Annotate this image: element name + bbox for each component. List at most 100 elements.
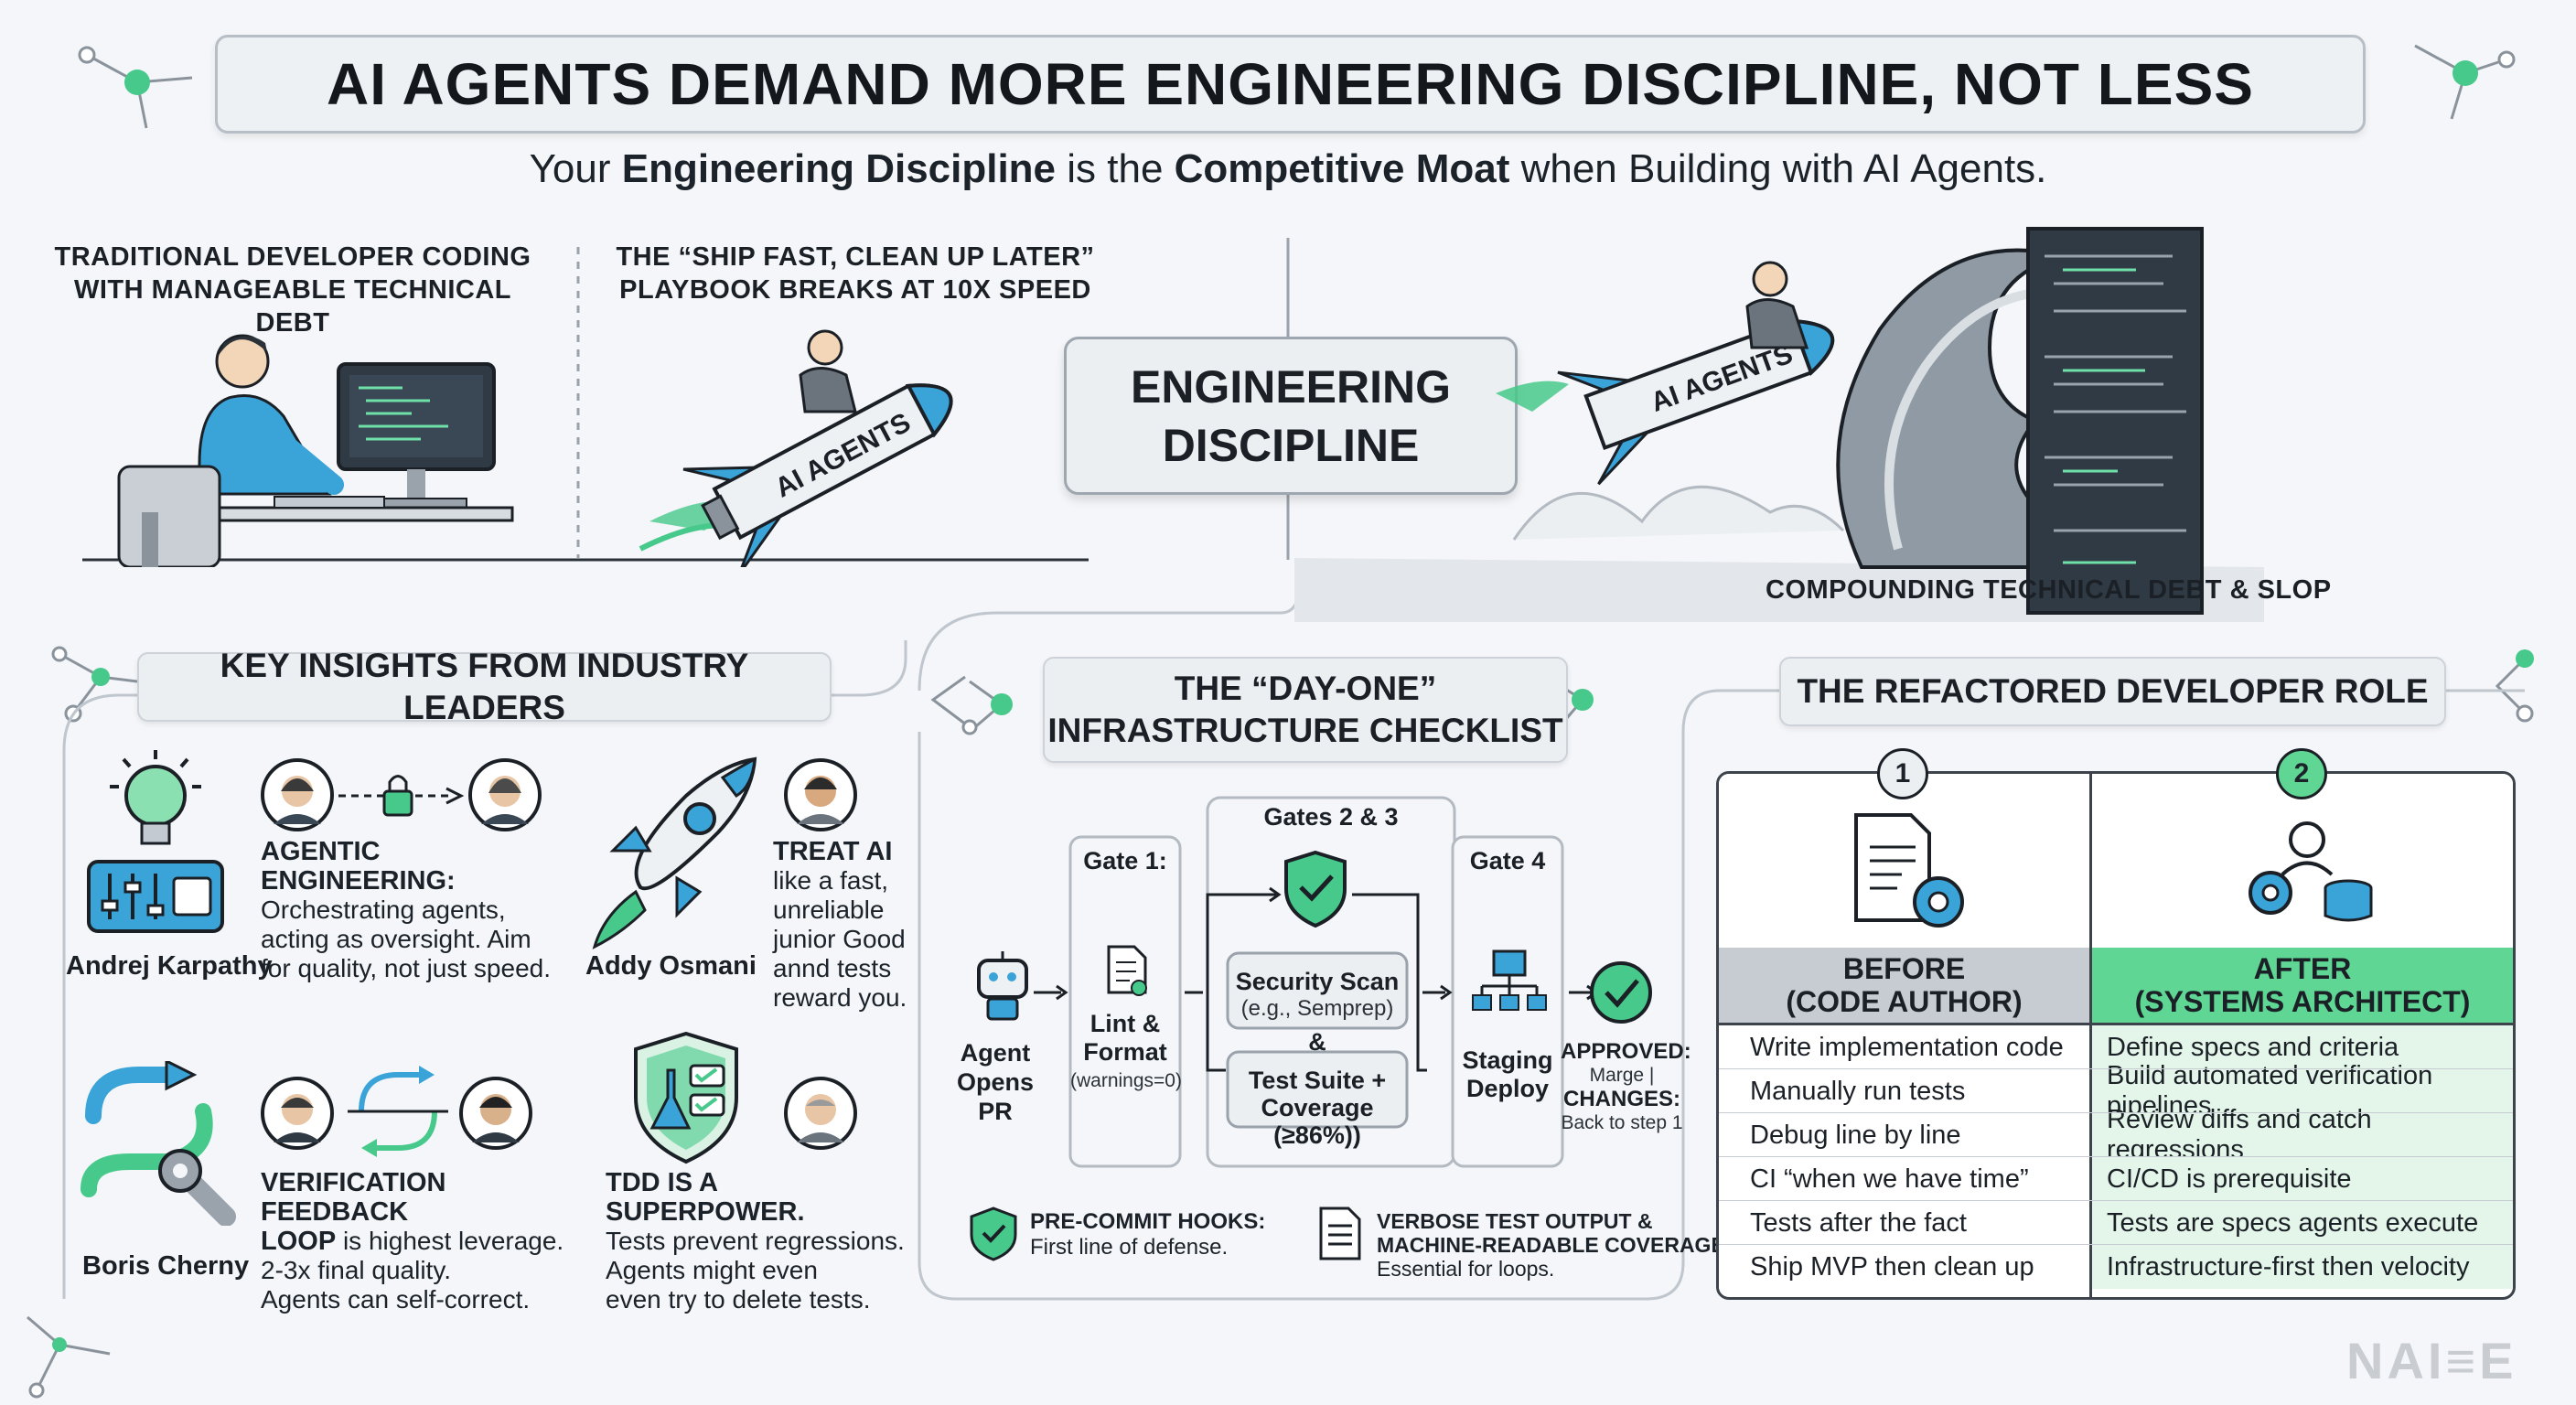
header-line: (CODE AUTHOR): [1786, 985, 2023, 1018]
insight-line: is highest leverage.: [336, 1227, 564, 1255]
ampersand: &: [1308, 1028, 1326, 1056]
verbose-title: VERBOSE TEST OUTPUT &: [1377, 1209, 1653, 1233]
avatar-karpathy-2: [468, 758, 542, 831]
gate-text: Format: [1083, 1038, 1167, 1066]
control-panel-icon: [87, 860, 224, 933]
gate-text: Lint &: [1089, 1010, 1161, 1037]
gate-text: Security Scan: [1235, 968, 1400, 995]
table-row-after: Tests are specs agents execute: [2092, 1201, 2513, 1245]
precommit-note: PRE-COMMIT HOOKS: First line of defense.: [1030, 1209, 1265, 1260]
insight-line: reward you.: [773, 983, 907, 1012]
title-banner: AI AGENTS DEMAND MORE ENGINEERING DISCIP…: [215, 35, 2366, 134]
checklist-header-line: INFRASTRUCTURE CHECKLIST: [1047, 712, 1563, 749]
header-line: (SYSTEMS ARCHITECT): [2134, 985, 2471, 1018]
debt-caption: COMPOUNDING TECHNICAL DEBT & SLOP: [1766, 575, 2332, 605]
ai-agents-rocket-illustration: AI AGENTS: [639, 329, 953, 567]
gate1-note: (warnings=0): [1070, 1070, 1182, 1091]
approved-note: Marge |: [1589, 1065, 1655, 1086]
eng-box-line: ENGINEERING: [1130, 360, 1452, 413]
insight-line: like a fast,: [773, 866, 889, 895]
osmani-name: Addy Osmani: [585, 951, 757, 981]
developer-desk-illustration: [117, 334, 514, 567]
eng-box-line: DISCIPLINE: [1162, 419, 1420, 471]
caption-line: THE “SHIP FAST, CLEAN UP LATER”: [616, 242, 1095, 272]
architect-gear-database-icon: [2249, 821, 2373, 922]
cherny-insight: VERIFICATION FEEDBACK LOOP is highest le…: [261, 1168, 590, 1314]
insight-title: VERIFICATION FEEDBACK: [261, 1168, 446, 1227]
subtitle-part: Your: [529, 146, 622, 191]
agent-opens-pr: Agent Opens PR: [950, 1038, 1041, 1126]
lock-connector-icon: [338, 775, 465, 817]
gate-text: Coverage (≥86%)): [1261, 1094, 1374, 1149]
subtitle-part: is the: [1056, 146, 1175, 191]
insight-line: 2-3x final quality.: [261, 1256, 452, 1284]
osmani-insight: TREAT AI like a fast, unreliable junior …: [773, 837, 919, 1013]
insight-line: annd tests: [773, 954, 892, 982]
watermark-logo: NAI≡E: [2346, 1332, 2517, 1389]
lightbulb-icon: [110, 750, 201, 845]
before-header: BEFORE (CODE AUTHOR): [1719, 948, 2089, 1023]
gate-text: Opens PR: [956, 1068, 1035, 1125]
checklist-header: THE “DAY-ONE” INFRASTRUCTURE CHECKLIST: [1043, 657, 1568, 763]
precommit-desc: First line of defense.: [1030, 1235, 1229, 1260]
approved-title: APPROVED:: [1561, 1039, 1691, 1064]
document-icon: [1319, 1207, 1361, 1260]
table-row-after: Infrastructure-first then velocity: [2092, 1245, 2513, 1289]
table-row-after: CI/CD is prerequisite: [2092, 1157, 2513, 1201]
insight-title: AGENTIC ENGINEERING:: [261, 837, 456, 896]
insight-line: even try to delete tests.: [606, 1285, 871, 1314]
engineering-discipline-box: ENGINEERING DISCIPLINE: [1064, 337, 1518, 495]
cherny-name: Boris Cherny: [82, 1251, 250, 1281]
insight-line: acting as oversight. Aim: [261, 925, 531, 953]
cycle-arrows-icon: [348, 1066, 448, 1157]
verbose-title: MACHINE-READABLE COVERAGE:: [1377, 1233, 1733, 1257]
gate1-title: Gate 1:: [1083, 847, 1167, 874]
insight-title: LOOP: [261, 1227, 337, 1256]
rocket-icon: [592, 756, 757, 949]
table-row-after: Review diffs and catch regressions: [2092, 1105, 2513, 1164]
role-header: THE REFACTORED DEVELOPER ROLE: [1779, 657, 2446, 726]
role-comparison-table: BEFORE (CODE AUTHOR) AFTER (SYSTEMS ARCH…: [1716, 771, 2516, 1300]
traditional-caption: TRADITIONAL DEVELOPER CODING WITH MANAGE…: [37, 241, 549, 339]
karpathy-insight: AGENTIC ENGINEERING: Orchestrating agent…: [261, 837, 572, 983]
insight-line: Orchestrating agents,: [261, 896, 506, 924]
gate-text: Deploy: [1465, 1075, 1550, 1102]
verbose-desc: Essential for loops.: [1377, 1257, 1555, 1281]
insight-line: Agents might even: [606, 1256, 818, 1284]
feedback-loop-wrench-icon: [80, 1061, 236, 1226]
avatar-cherny: [261, 1077, 334, 1150]
subtitle-bold: Engineering Discipline: [621, 146, 1057, 191]
document-gear-icon: [1854, 813, 1964, 928]
gate-text: Test Suite +: [1248, 1067, 1387, 1094]
table-row-before: Ship MVP then clean up: [1719, 1245, 2089, 1289]
tdd-insight: TDD IS A SUPERPOWER. Tests prevent regre…: [606, 1168, 917, 1314]
shield-flask-icon: [634, 1031, 738, 1164]
caption-line: WITH MANAGEABLE TECHNICAL DEBT: [73, 275, 512, 338]
security-scan: Security Scan (e.g., Semprep): [1228, 968, 1407, 1023]
gate-text: Staging: [1462, 1046, 1553, 1074]
insight-line: for quality, not just speed.: [261, 954, 551, 982]
table-row-after: Build automated verification pipelines: [2092, 1061, 2513, 1121]
insight-title: TDD IS A SUPERPOWER.: [606, 1168, 805, 1227]
table-row-before: Tests after the fact: [1719, 1201, 2089, 1245]
caption-line: TRADITIONAL DEVELOPER CODING: [54, 242, 531, 272]
ship-fast-caption: THE “SHIP FAST, CLEAN UP LATER” PLAYBOOK…: [599, 241, 1111, 306]
rocket-and-debt-wave-illustration: AI AGENTS: [1294, 227, 2264, 622]
gate4-title: Gate 4: [1469, 847, 1546, 874]
caption-line: PLAYBOOK BREAKS AT 10X SPEED: [619, 275, 1091, 305]
insights-header: KEY INSIGHTS FROM INDUSTRY LEADERS: [137, 647, 832, 726]
insight-line: junior Good: [773, 925, 906, 953]
subtitle-bold: Competitive Moat: [1174, 146, 1510, 191]
after-icon-cell: [2092, 774, 2513, 948]
avatar-osmani: [784, 758, 857, 831]
karpathy-name: Andrej Karpathy: [66, 951, 273, 981]
subtitle-part: when Building with AI Agents.: [1509, 146, 2047, 191]
shield-check-icon: [970, 1207, 1017, 1261]
after-header: AFTER (SYSTEMS ARCHITECT): [2092, 948, 2513, 1023]
changes-note: Back to step 1: [1561, 1112, 1683, 1133]
pipeline-diagram: [977, 796, 1652, 1168]
table-row-before: Write implementation code: [1719, 1025, 2089, 1069]
checklist-header-line: THE “DAY-ONE”: [1174, 670, 1437, 707]
avatar-tdd: [784, 1077, 857, 1150]
gate-text: (e.g., Semprep): [1240, 996, 1394, 1021]
